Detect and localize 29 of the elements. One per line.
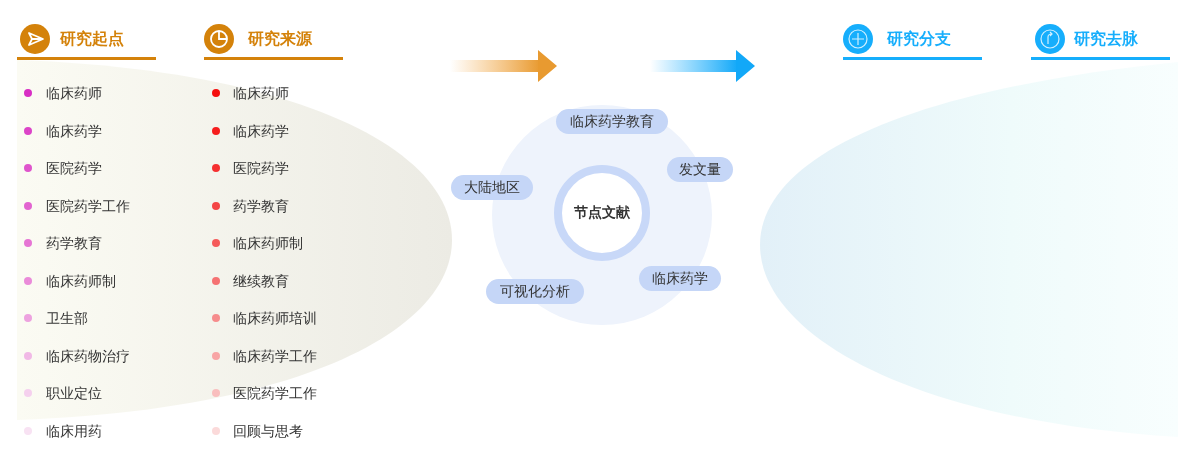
keyword-text: 医院药学: [46, 159, 102, 177]
keyword-text: 继续教育: [233, 271, 289, 290]
keyword-text: 临床药师: [233, 84, 289, 102]
keyword-text: 医院药学工作: [233, 384, 317, 402]
section-heading: 研究来源: [248, 29, 312, 49]
keyword-text: 回顾与思考: [233, 421, 303, 440]
keyword-text: 临床药师制: [46, 271, 116, 290]
keyword-text: 临床药师: [46, 84, 102, 102]
keyword-pill: 临床药学教育: [556, 108, 668, 134]
keyword-text: 医院药学工作: [46, 196, 130, 215]
keyword-text: 药学教育: [46, 234, 102, 252]
keyword-text: 临床药学: [46, 121, 102, 140]
section-heading: 研究起点: [60, 29, 124, 49]
keyword-pill: 大陆地区: [451, 174, 533, 200]
keyword-text: 医院药学: [233, 159, 289, 177]
keyword-text: 临床药学工作: [233, 346, 317, 365]
keyword-text: 临床药物治疗: [46, 346, 130, 365]
keyword-pill: 发文量: [667, 156, 733, 182]
keyword-text: 临床药学: [233, 121, 289, 140]
keyword-text: 药学教育: [233, 196, 289, 215]
section-heading: 研究分支: [887, 29, 951, 49]
section-heading: 研究去脉: [1074, 29, 1138, 49]
keyword-text: 卫生部: [46, 309, 88, 327]
keyword-text: 职业定位: [46, 384, 102, 402]
keyword-pill: 临床药学: [639, 265, 721, 291]
keyword-text: 临床用药: [46, 421, 102, 440]
keyword-pill: 可视化分析: [486, 278, 584, 304]
keyword-text: 临床药师制: [233, 234, 303, 252]
keyword-text: 临床药师培训: [233, 309, 317, 327]
